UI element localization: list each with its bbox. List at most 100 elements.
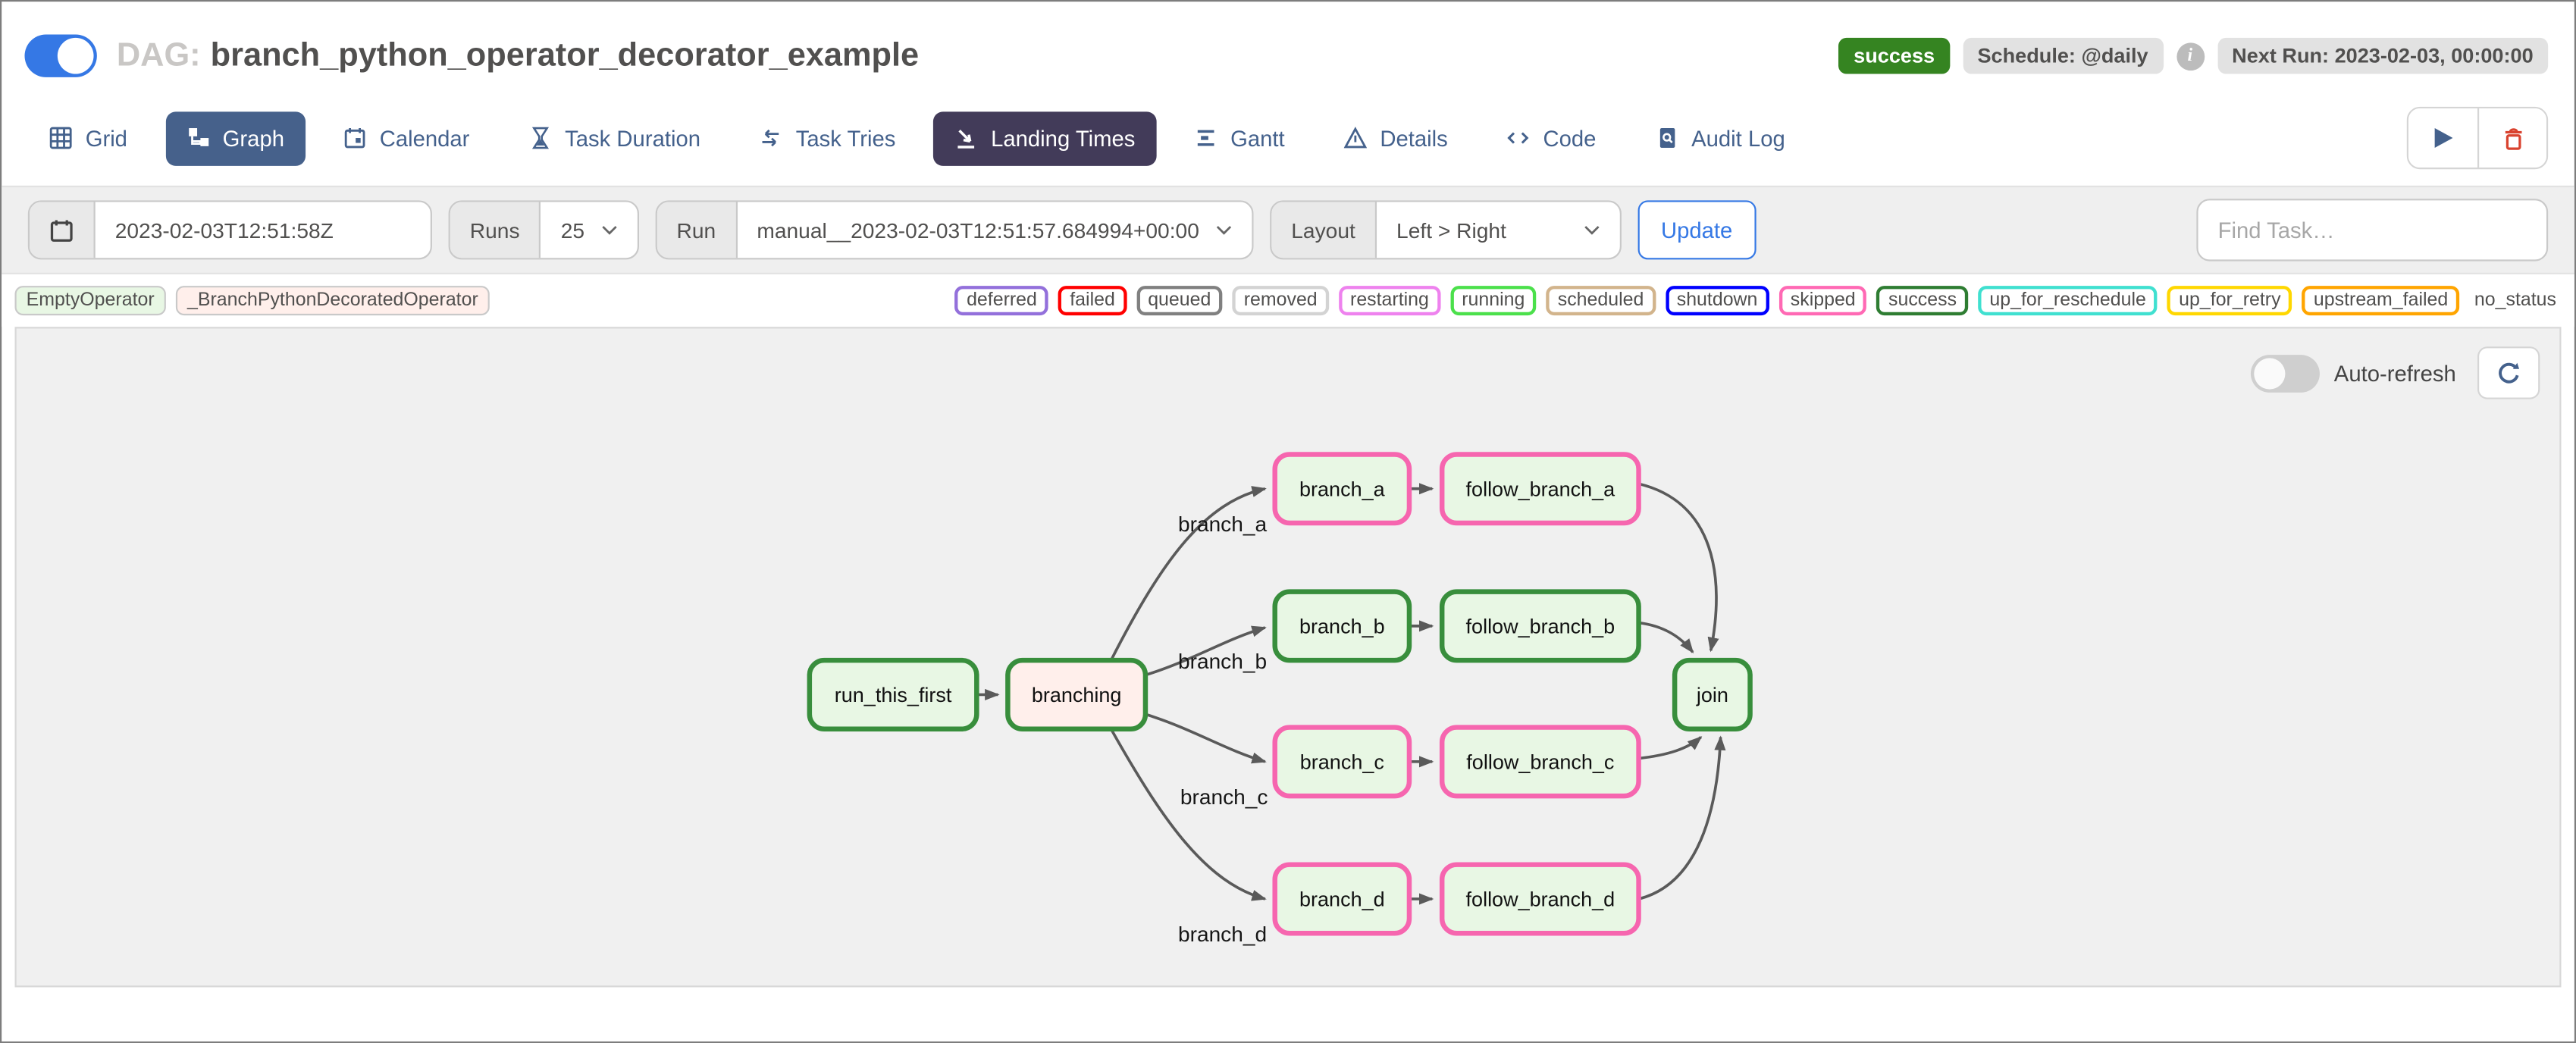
update-button[interactable]: Update xyxy=(1637,200,1756,260)
auto-refresh-controls: Auto-refresh xyxy=(2250,346,2540,399)
status-badge-queued[interactable]: queued xyxy=(1136,286,1223,316)
svg-text:branch_a: branch_a xyxy=(1299,478,1385,500)
dag-node-follow_branch_c[interactable]: follow_branch_c xyxy=(1439,725,1641,799)
details-icon xyxy=(1343,127,1368,149)
hourglass-icon xyxy=(531,127,549,149)
tab-details[interactable]: Details xyxy=(1323,111,1469,165)
info-icon[interactable]: i xyxy=(2176,42,2205,70)
dag-node-join[interactable]: join xyxy=(1672,657,1753,731)
trash-icon xyxy=(2504,127,2521,149)
status-badge-skipped[interactable]: skipped xyxy=(1778,286,1867,316)
runs-group: Runs 25 xyxy=(448,200,639,260)
tab-calendar[interactable]: Calendar xyxy=(322,111,491,165)
runs-value: 25 xyxy=(560,218,585,243)
status-badge-upstream_failed[interactable]: upstream_failed xyxy=(2302,286,2460,316)
dag-edge-follow_branch_a-to-join xyxy=(1638,482,1719,653)
dag-action-buttons xyxy=(2406,106,2549,170)
dag-node-branch_d[interactable]: branch_d xyxy=(1272,862,1412,936)
refresh-button[interactable] xyxy=(2477,346,2540,399)
delete-dag-button[interactable] xyxy=(2477,108,2547,168)
dag-node-branching[interactable]: branching xyxy=(1005,657,1149,731)
toggle-knob xyxy=(2253,357,2285,389)
find-task-input[interactable] xyxy=(2196,199,2549,262)
dag-header: DAG:branch_python_operator_decorator_exa… xyxy=(2,2,2574,93)
tab-calendar-label: Calendar xyxy=(379,125,470,151)
tab-graph-label: Graph xyxy=(222,125,285,151)
toggle-knob xyxy=(57,37,94,74)
tab-code[interactable]: Code xyxy=(1486,111,1618,165)
status-badge-up_for_reschedule[interactable]: up_for_reschedule xyxy=(1978,286,2158,316)
base-date-input[interactable] xyxy=(114,218,411,243)
play-icon xyxy=(2433,128,2452,149)
tab-landing-times-label: Landing Times xyxy=(991,125,1136,151)
dag-edge-branching-to-branch_c xyxy=(1145,713,1267,764)
tab-landing-times[interactable]: Landing Times xyxy=(933,111,1157,165)
tab-task-tries[interactable]: Task Tries xyxy=(738,111,917,165)
dag-edge-branching-to-branch_d xyxy=(1109,728,1267,901)
svg-text:follow_branch_b: follow_branch_b xyxy=(1466,615,1615,638)
status-badge-shutdown[interactable]: shutdown xyxy=(1665,286,1769,316)
tab-gantt-label: Gantt xyxy=(1230,125,1285,151)
svg-text:branch_b: branch_b xyxy=(1299,615,1385,638)
tab-task-duration[interactable]: Task Duration xyxy=(507,111,722,165)
header-badges: success Schedule: @daily i Next Run: 202… xyxy=(1838,37,2549,74)
dag-edge-branching-to-branch_a xyxy=(1109,486,1267,661)
operator-badge: _BranchPythonDecoratedOperator xyxy=(175,286,490,316)
trigger-dag-button[interactable] xyxy=(2408,108,2477,168)
dag-node-follow_branch_a[interactable]: follow_branch_a xyxy=(1439,452,1641,526)
dag-node-run_this_first[interactable]: run_this_first xyxy=(807,657,979,731)
svg-text:join: join xyxy=(1696,684,1728,706)
status-badge-deferred[interactable]: deferred xyxy=(954,286,1049,316)
status-badge-scheduled[interactable]: scheduled xyxy=(1546,286,1656,316)
svg-text:branch_c: branch_c xyxy=(1300,751,1384,774)
edge-label-branch_b: branch_b xyxy=(1178,650,1267,673)
dag-node-follow_branch_d[interactable]: follow_branch_d xyxy=(1439,862,1641,936)
tab-graph[interactable]: Graph xyxy=(165,111,306,165)
svg-text:run_this_first: run_this_first xyxy=(835,684,952,706)
status-badge-restarting[interactable]: restarting xyxy=(1338,286,1441,316)
status-badge-up_for_retry[interactable]: up_for_retry xyxy=(2167,286,2292,316)
layout-label: Layout xyxy=(1271,202,1377,258)
plane-landing-icon xyxy=(957,130,975,149)
tab-audit-log[interactable]: Audit Log xyxy=(1634,111,1807,165)
status-badge-no_status[interactable]: no_status xyxy=(2474,290,2557,311)
layout-group: Layout Left > Right xyxy=(1270,200,1622,260)
code-icon xyxy=(1507,132,1530,144)
dag-node-branch_b[interactable]: branch_b xyxy=(1272,589,1412,663)
edge-label-branch_c: branch_c xyxy=(1180,785,1268,809)
status-badge-failed[interactable]: failed xyxy=(1058,286,1127,316)
dag-edge-follow_branch_d-to-join xyxy=(1638,735,1726,900)
chevron-down-icon xyxy=(1216,226,1232,235)
calendar-addon xyxy=(30,202,96,258)
view-tabs: Grid Graph Calendar Task Duration Task T… xyxy=(2,94,2574,186)
refresh-icon xyxy=(2499,362,2520,384)
status-badge-running[interactable]: running xyxy=(1450,286,1537,316)
dag-pause-toggle[interactable] xyxy=(24,34,97,77)
status-legend: deferred failed queued removed restarting run… xyxy=(954,286,2562,316)
edge-label-branch_d: branch_d xyxy=(1178,922,1267,946)
auto-refresh-label: Auto-refresh xyxy=(2333,360,2456,386)
dag-graph-canvas: branch_a branch_b branch_c branch_d run_thi… xyxy=(807,452,1753,946)
tab-audit-log-label: Audit Log xyxy=(1691,125,1785,151)
tab-gantt[interactable]: Gantt xyxy=(1173,111,1306,165)
dag-name: branch_python_operator_decorator_example xyxy=(210,36,920,74)
layout-select[interactable]: Left > Right xyxy=(1377,202,1620,258)
chevron-down-icon xyxy=(601,226,617,235)
run-select[interactable]: manual__2023-02-03T12:51:57.684994+00:00 xyxy=(737,202,1252,258)
status-badge-success[interactable]: success xyxy=(1876,286,1969,316)
dag-node-branch_a[interactable]: branch_a xyxy=(1272,452,1412,526)
filter-bar: Runs 25 Run manual__2023-02-03T12:51:57.… xyxy=(2,185,2574,274)
status-badge-removed[interactable]: removed xyxy=(1232,286,1329,316)
chevron-down-icon xyxy=(1584,226,1600,235)
dag-node-follow_branch_b[interactable]: follow_branch_b xyxy=(1439,589,1641,663)
runs-select[interactable]: 25 xyxy=(541,202,638,258)
dag-node-branch_c[interactable]: branch_c xyxy=(1272,725,1412,799)
dag-edge-follow_branch_c-to-join xyxy=(1638,736,1703,760)
operator-legend: EmptyOperator_BranchPythonDecoratedOpera… xyxy=(14,286,490,316)
auto-refresh-toggle[interactable] xyxy=(2250,354,2320,392)
schedule-badge: Schedule: @daily xyxy=(1962,37,2164,74)
gantt-icon xyxy=(1197,130,1214,146)
tab-details-label: Details xyxy=(1380,125,1448,151)
tab-grid[interactable]: Grid xyxy=(28,111,149,165)
